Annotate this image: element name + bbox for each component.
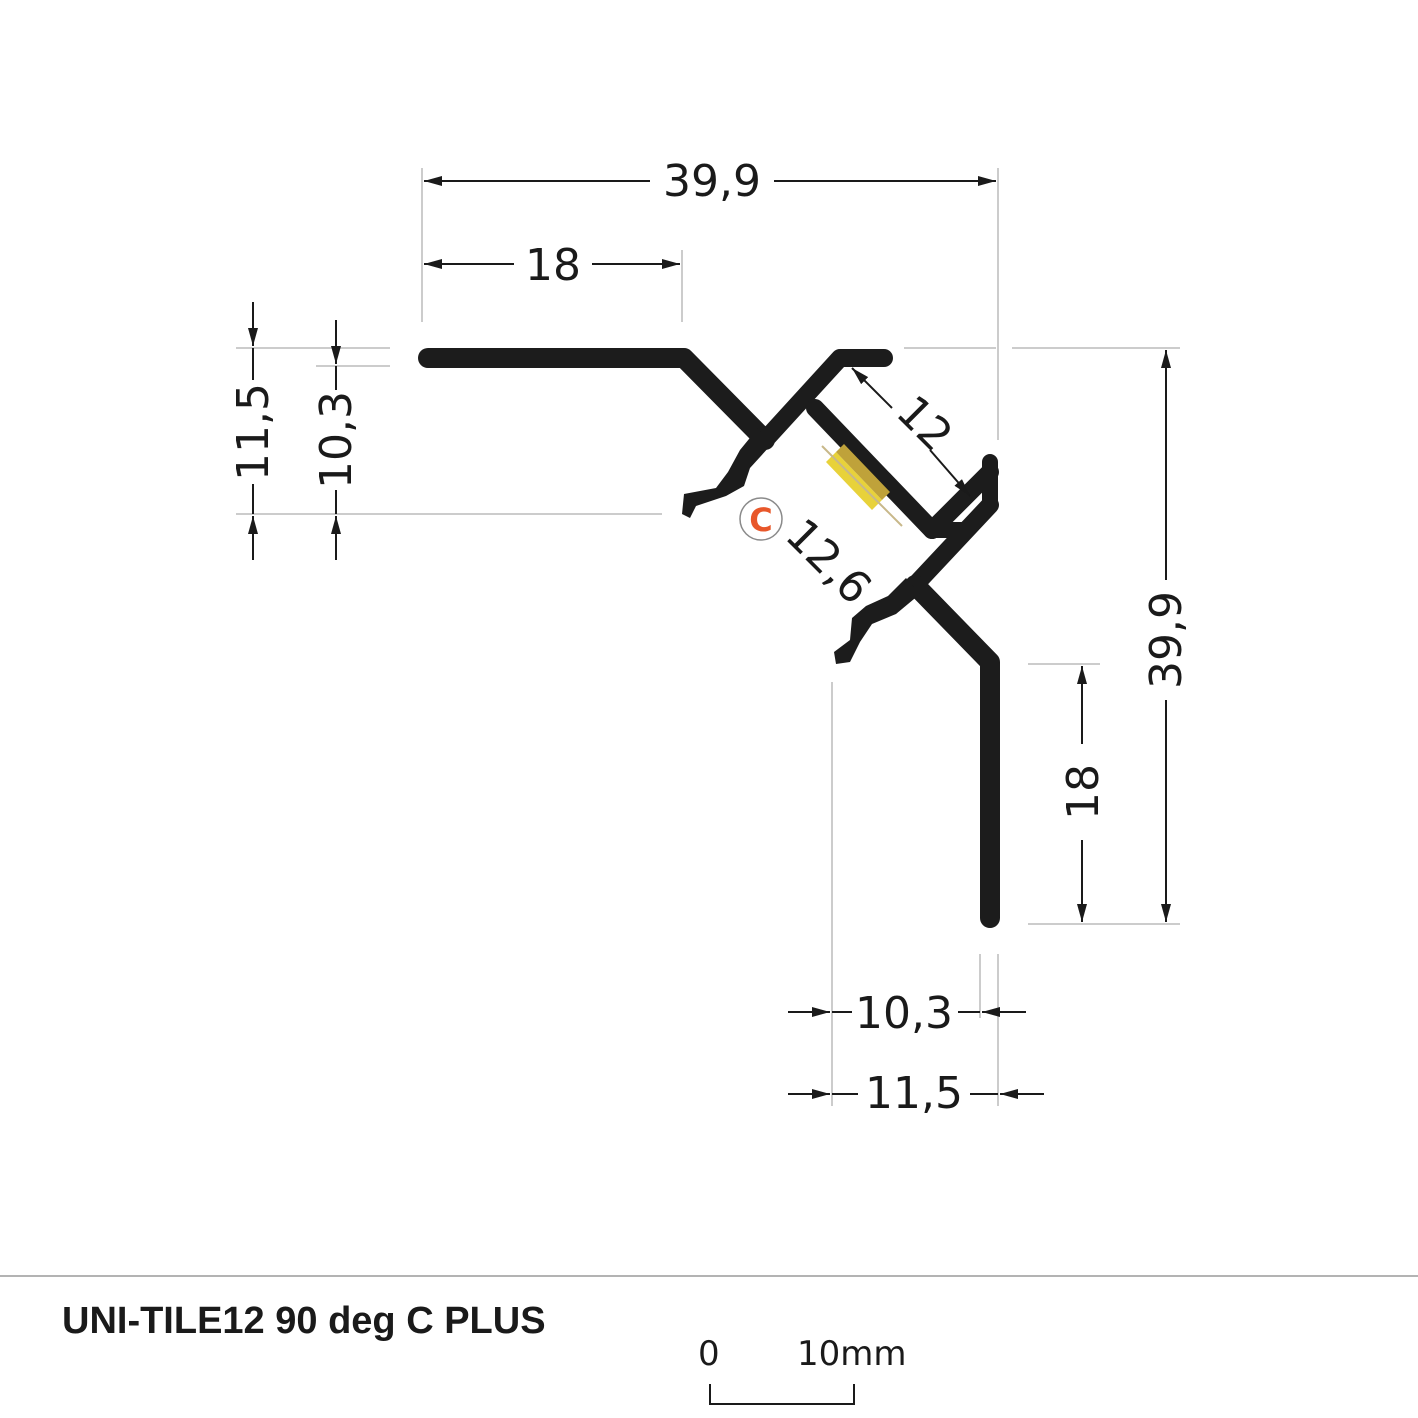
- dim-bottom-outer: 11,5: [865, 1068, 963, 1119]
- c-plus-badge: C: [739, 497, 783, 541]
- extension-lines: [236, 168, 1180, 1106]
- scale-zero-label: 0: [698, 1334, 720, 1374]
- led-strip: [826, 452, 882, 510]
- dim-top-width: 39,9: [663, 156, 761, 207]
- dim-led-width: 12: [886, 386, 962, 462]
- badge-letter: C: [749, 501, 772, 539]
- dim-bottom-inner: 10,3: [855, 988, 953, 1039]
- dim-left-inner: 10,3: [311, 391, 362, 489]
- dim-top-flange: 18: [525, 240, 581, 291]
- scale-bar: [709, 1384, 855, 1405]
- dim-right-flange: 18: [1058, 764, 1109, 820]
- profile-shape: [418, 348, 1000, 928]
- scale-ten-label: 10mm: [797, 1334, 907, 1374]
- dim-left-outer: 11,5: [228, 383, 279, 481]
- dim-diagonal: 12,6: [776, 509, 881, 614]
- dim-right-height: 39,9: [1141, 591, 1192, 689]
- product-title: UNI-TILE12 90 deg C PLUS: [62, 1300, 546, 1342]
- dimension-lines: [248, 176, 1171, 1099]
